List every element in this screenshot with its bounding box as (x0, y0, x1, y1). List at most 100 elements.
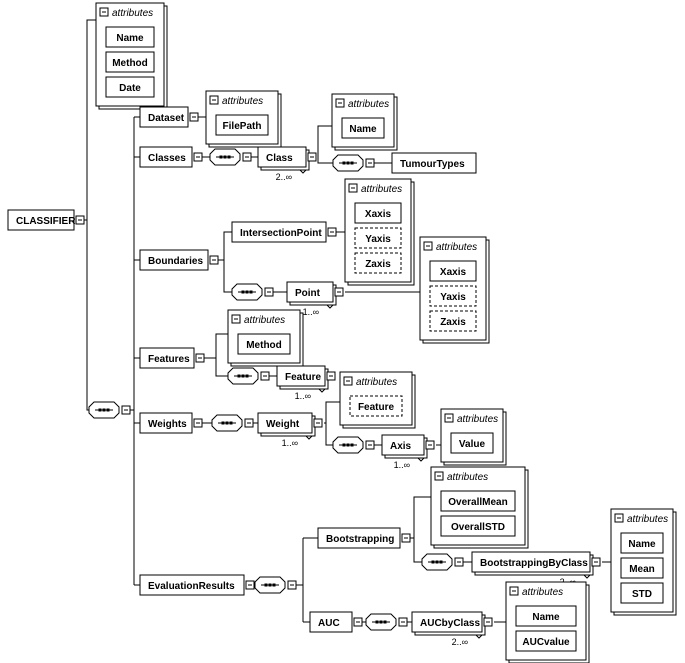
multiplicity-marker (475, 634, 483, 639)
attribute-yaxis[interactable]: Yaxis (429, 285, 477, 307)
element-collapse-icon[interactable] (75, 215, 85, 225)
sequence-collapse-icon[interactable] (365, 158, 375, 168)
element-collapse-icon[interactable] (245, 580, 255, 590)
element-label: Feature (285, 372, 322, 383)
attribute-name[interactable]: Name (620, 532, 664, 554)
element-collapse-icon[interactable] (326, 371, 336, 381)
attribute-mean[interactable]: Mean (620, 557, 664, 579)
attributes-label: attributes (356, 377, 397, 388)
element-collapse-icon[interactable] (334, 287, 344, 297)
sequence-collapse-icon[interactable] (287, 580, 297, 590)
element-tumourtypes[interactable]: TumourTypes (391, 152, 477, 174)
sequence-compositor-icon[interactable] (254, 576, 286, 594)
sequence-collapse-icon[interactable] (242, 152, 252, 162)
attribute-label: Yaxis (365, 234, 391, 245)
sequence-compositor-icon[interactable] (227, 367, 259, 385)
attributes-collapse-icon[interactable] (509, 586, 519, 596)
element-classes[interactable]: Classes (139, 146, 193, 168)
sequence-compositor-icon[interactable] (209, 148, 241, 166)
attribute-feature[interactable]: Feature (349, 395, 403, 417)
attribute-zaxis[interactable]: Zaxis (429, 310, 477, 332)
element-classifier[interactable]: CLASSIFIER (7, 209, 76, 231)
attributes-label: attributes (522, 587, 563, 598)
attributes-label: attributes (447, 472, 488, 483)
attribute-overallmean[interactable]: OverallMean (440, 490, 516, 512)
element-collapse-icon[interactable] (307, 152, 317, 162)
element-bootstrapping[interactable]: Bootstrapping (317, 527, 401, 549)
attributes-collapse-icon[interactable] (99, 7, 109, 17)
element-collapse-icon[interactable] (189, 112, 199, 122)
element-collapse-icon[interactable] (425, 440, 435, 450)
attribute-yaxis[interactable]: Yaxis (354, 227, 402, 249)
sequence-compositor-icon[interactable] (211, 414, 243, 432)
attributes-collapse-icon[interactable] (231, 314, 241, 324)
sequence-compositor-icon[interactable] (88, 401, 120, 419)
attribute-overallstd[interactable]: OverallSTD (440, 515, 516, 537)
attribute-method[interactable]: Method (237, 333, 291, 355)
sequence-compositor-icon[interactable] (332, 154, 364, 172)
sequence-compositor-icon[interactable] (231, 283, 263, 301)
element-collapse-icon[interactable] (193, 418, 203, 428)
attribute-aucvalue[interactable]: AUCvalue (515, 630, 577, 652)
attributes-collapse-icon[interactable] (343, 376, 353, 386)
attributes-collapse-icon[interactable] (209, 95, 219, 105)
attributes-label: attributes (627, 514, 668, 525)
attribute-xaxis[interactable]: Xaxis (429, 260, 477, 282)
element-label: Dataset (148, 113, 185, 124)
element-boundaries[interactable]: Boundaries (139, 249, 209, 271)
element-collapse-icon[interactable] (195, 353, 205, 363)
attributes-collapse-icon[interactable] (614, 513, 624, 523)
element-collapse-icon[interactable] (193, 152, 203, 162)
element-intersectionpoint[interactable]: IntersectionPoint (231, 221, 327, 243)
attributes-collapse-icon[interactable] (348, 183, 358, 193)
attribute-method[interactable]: Method (105, 51, 155, 73)
sequence-collapse-icon[interactable] (398, 617, 408, 627)
attributes-collapse-icon[interactable] (444, 413, 454, 423)
multiplicity-marker (583, 574, 591, 579)
element-collapse-icon[interactable] (483, 617, 493, 627)
attribute-name[interactable]: Name (341, 117, 385, 139)
element-features[interactable]: Features (139, 347, 195, 369)
sequence-compositor-icon[interactable] (332, 436, 364, 454)
attribute-xaxis[interactable]: Xaxis (354, 202, 402, 224)
element-evaluationresults[interactable]: EvaluationResults (139, 574, 245, 596)
attributes-collapse-icon[interactable] (434, 471, 444, 481)
sequence-collapse-icon[interactable] (121, 405, 131, 415)
attributes-collapse-icon[interactable] (335, 98, 345, 108)
element-collapse-icon[interactable] (209, 255, 219, 265)
sequence-collapse-icon[interactable] (454, 557, 464, 567)
element-label: EvaluationResults (148, 581, 235, 592)
attribute-std[interactable]: STD (620, 582, 664, 604)
sequence-collapse-icon[interactable] (244, 418, 254, 428)
sequence-collapse-icon[interactable] (260, 371, 270, 381)
attribute-name[interactable]: Name (105, 26, 155, 48)
connector-line (218, 231, 232, 261)
attribute-zaxis[interactable]: Zaxis (354, 252, 402, 274)
element-dataset[interactable]: Dataset (139, 106, 189, 128)
sequence-collapse-icon[interactable] (365, 440, 375, 450)
attributes-collapse-icon[interactable] (423, 241, 433, 251)
attribute-value[interactable]: Value (450, 432, 494, 454)
sequence-collapse-icon[interactable] (264, 287, 274, 297)
sequence-compositor-icon[interactable] (421, 553, 453, 571)
element-collapse-icon[interactable] (313, 418, 323, 428)
element-collapse-icon[interactable] (327, 227, 337, 237)
attribute-label: Zaxis (365, 259, 391, 270)
attribute-filepath[interactable]: FilePath (215, 114, 269, 136)
element-collapse-icon[interactable] (353, 617, 363, 627)
attribute-date[interactable]: Date (105, 76, 155, 98)
element-bootstrappingbyclass[interactable]: BootstrappingByClass2..∞ (471, 551, 594, 587)
element-collapse-icon[interactable] (591, 557, 601, 567)
element-label: Classes (148, 153, 186, 164)
element-collapse-icon[interactable] (401, 533, 411, 543)
sequence-compositor-icon[interactable] (365, 613, 397, 631)
element-weights[interactable]: Weights (139, 412, 193, 434)
element-auc[interactable]: AUC (309, 611, 353, 633)
attribute-name[interactable]: Name (515, 605, 577, 627)
